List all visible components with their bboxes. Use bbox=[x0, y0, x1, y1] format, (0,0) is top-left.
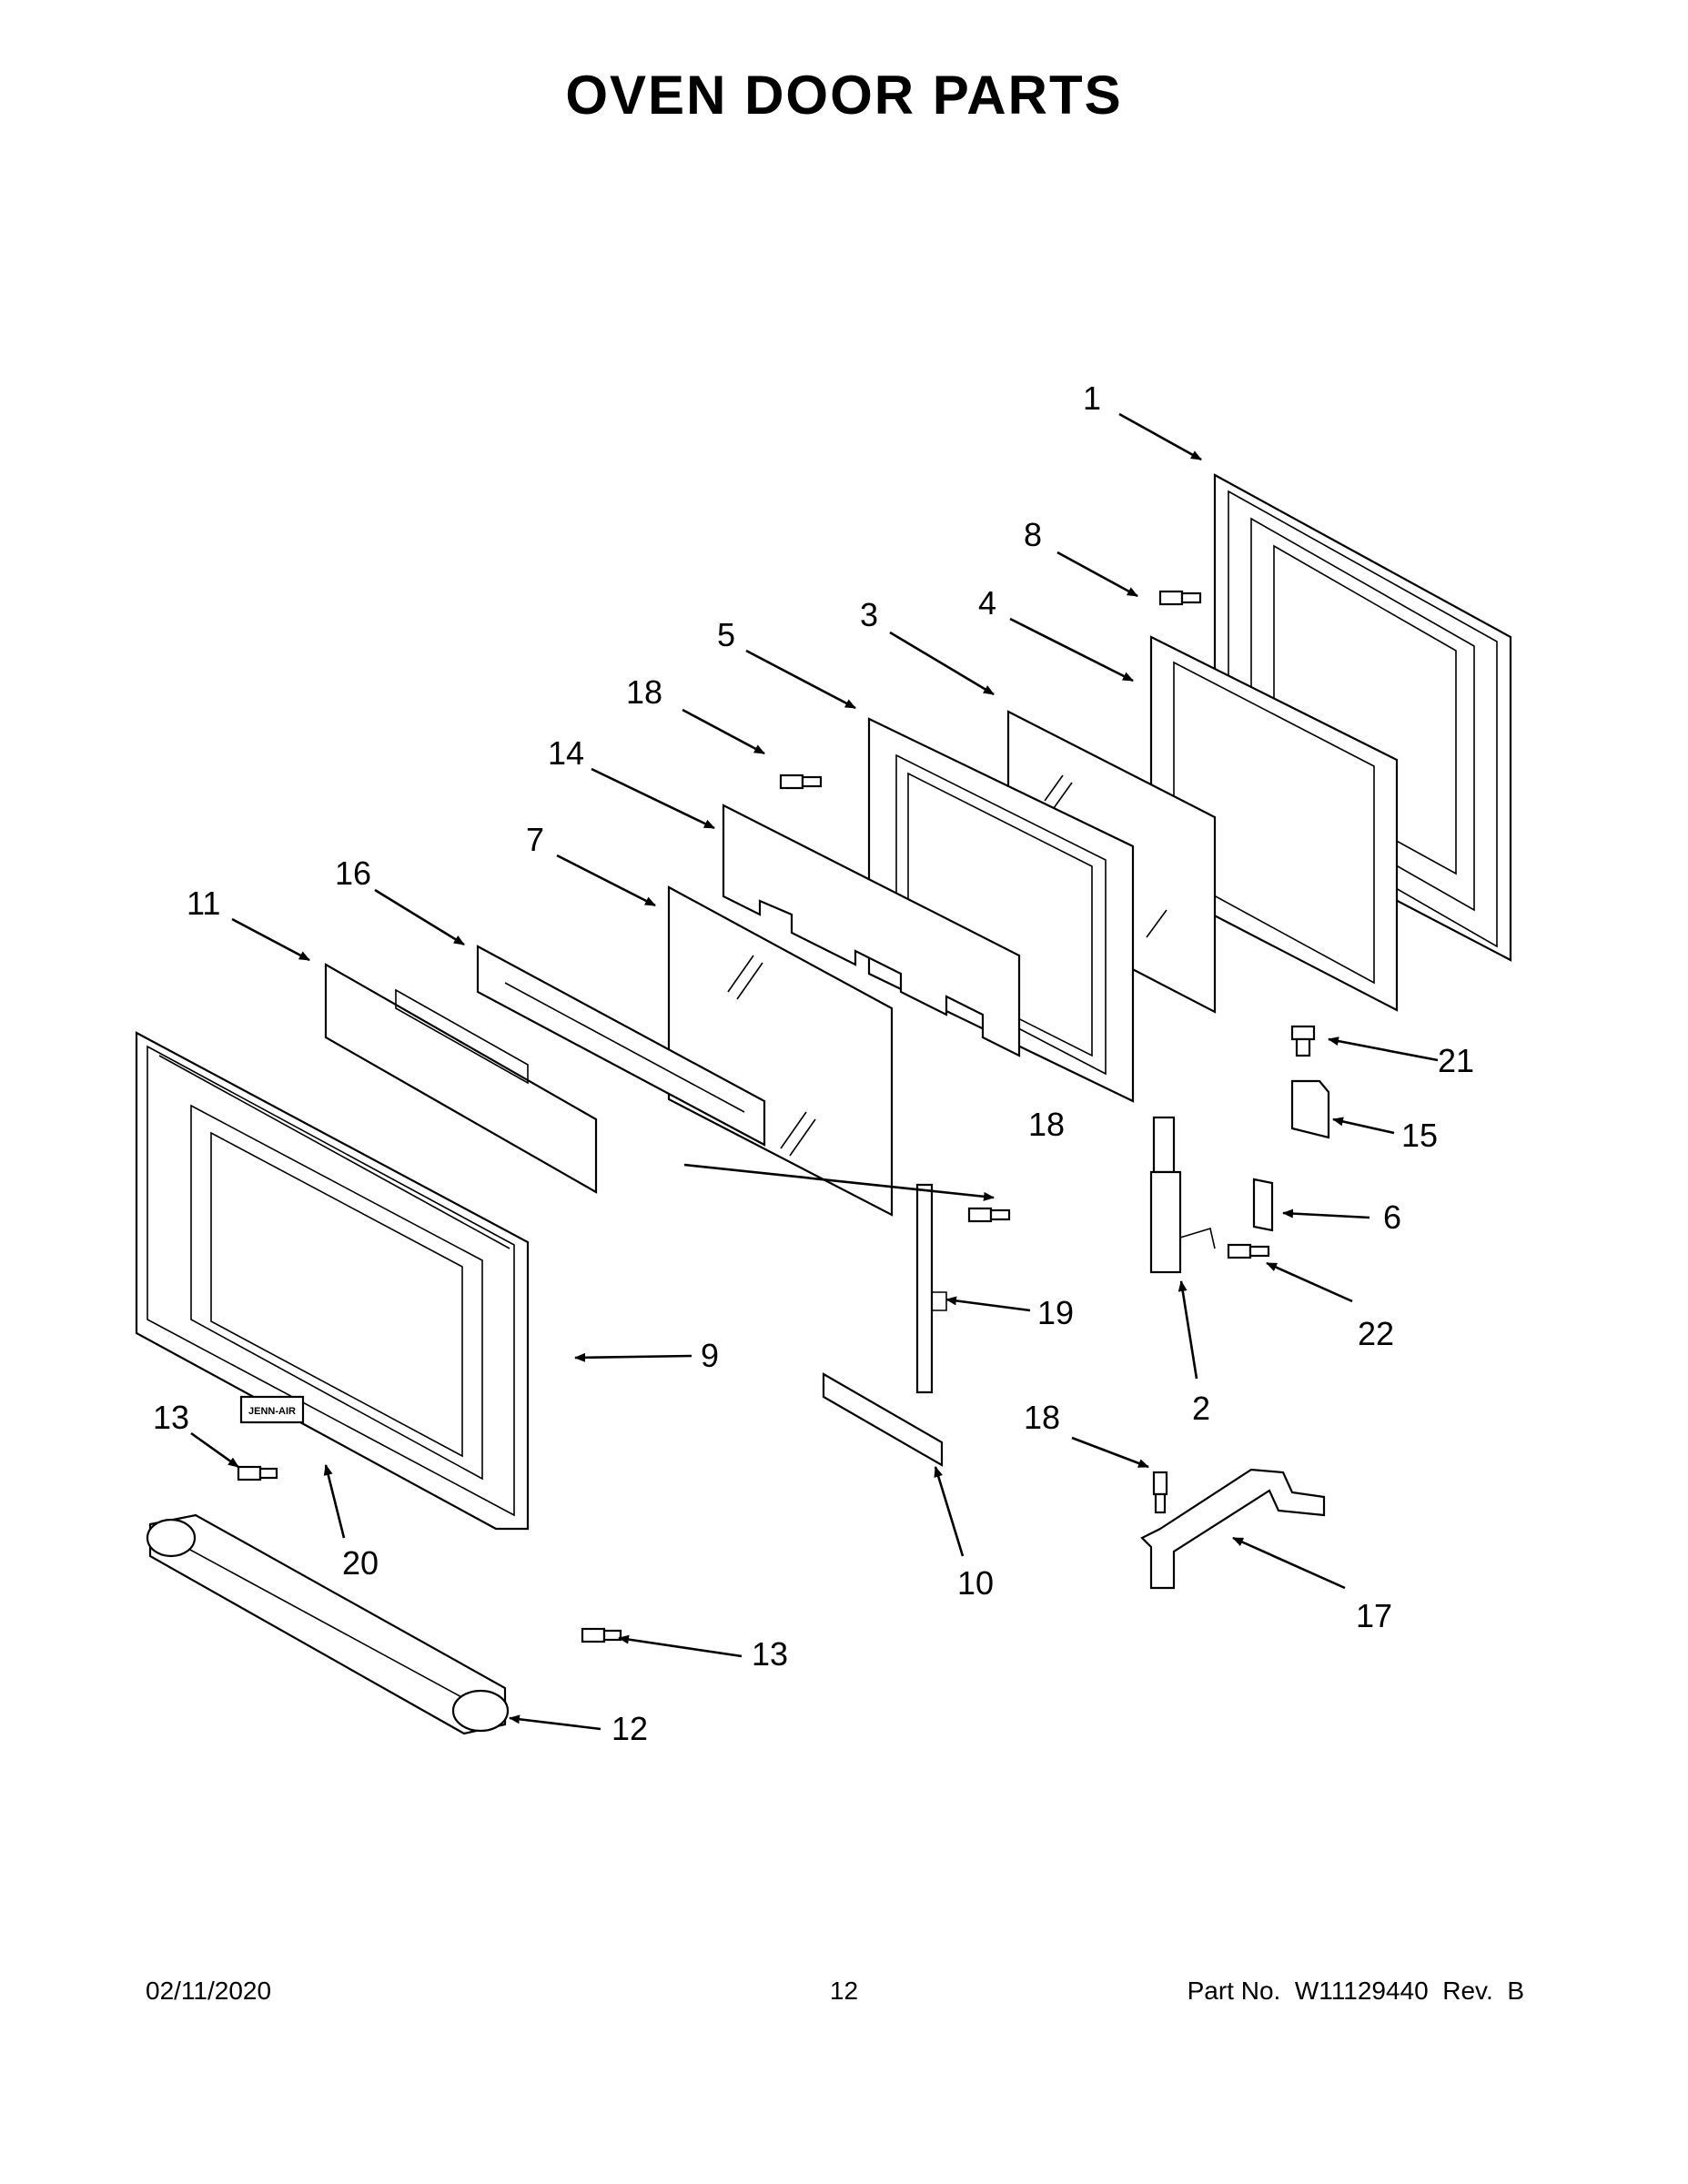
screw-18-mid bbox=[967, 1207, 1011, 1223]
part-10-lower-bracket bbox=[822, 1372, 944, 1467]
callout-16: 16 bbox=[335, 854, 371, 892]
callout-5: 5 bbox=[717, 616, 735, 653]
callout-10: 10 bbox=[957, 1564, 994, 1602]
callout-3: 3 bbox=[860, 596, 878, 633]
screw-21 bbox=[1290, 1025, 1316, 1057]
part-20-brand-badge: JENN-AIR bbox=[239, 1395, 305, 1424]
callout-1: 1 bbox=[1083, 379, 1101, 417]
callout-20: 20 bbox=[342, 1544, 379, 1582]
part-15-bracket bbox=[1290, 1079, 1330, 1139]
part-19-vertical-bracket bbox=[915, 1183, 947, 1394]
callout-12: 12 bbox=[612, 1710, 648, 1747]
part-14-heat-shield bbox=[722, 804, 1021, 1057]
callout-4: 4 bbox=[978, 584, 996, 622]
callout-2: 2 bbox=[1192, 1390, 1210, 1427]
callout-numbers: 1 8 4 3 5 18 14 7 16 11 18 21 15 6 19 22… bbox=[153, 379, 1474, 1747]
callout-22: 22 bbox=[1358, 1315, 1394, 1352]
part-6-hinge-receiver bbox=[1252, 1178, 1274, 1232]
callout-15: 15 bbox=[1401, 1117, 1438, 1154]
footer-date: 02/11/2020 bbox=[146, 1977, 272, 2005]
footer-part-number: Part No. W11129440 Rev. B bbox=[1187, 1977, 1524, 2005]
part-11-vent-baffle bbox=[324, 963, 598, 1194]
callout-8: 8 bbox=[1024, 516, 1042, 553]
callout-18-mid: 18 bbox=[1028, 1106, 1065, 1143]
callout-6: 6 bbox=[1383, 1198, 1401, 1236]
part-9-outer-door bbox=[135, 1031, 530, 1531]
callout-13-top: 13 bbox=[153, 1399, 189, 1436]
callout-11: 11 bbox=[187, 885, 220, 922]
footer-page-number: 12 bbox=[829, 1977, 859, 2005]
callout-9: 9 bbox=[701, 1337, 719, 1374]
callout-17: 17 bbox=[1356, 1597, 1392, 1634]
callout-19: 19 bbox=[1037, 1294, 1074, 1331]
part-16-vent-channel bbox=[476, 945, 766, 1147]
callout-18-bottom: 18 bbox=[1024, 1399, 1060, 1436]
callout-18-top: 18 bbox=[626, 673, 662, 711]
screw-18-bottom bbox=[1152, 1471, 1168, 1514]
part-2-hinge bbox=[1149, 1116, 1216, 1274]
part-17-support-bracket bbox=[1140, 1468, 1326, 1590]
callout-13-bottom: 13 bbox=[752, 1635, 788, 1673]
callout-21: 21 bbox=[1438, 1042, 1474, 1079]
screw-13-bottom bbox=[581, 1627, 622, 1643]
screw-8 bbox=[1158, 590, 1202, 606]
part-7-middle-glass bbox=[667, 885, 894, 1217]
callout-7: 7 bbox=[526, 821, 544, 858]
brand-plate-text: JENN-AIR bbox=[248, 1406, 296, 1417]
screw-22 bbox=[1227, 1243, 1270, 1259]
screw-13-top bbox=[237, 1465, 278, 1481]
page-title: OVEN DOOR PARTS bbox=[565, 65, 1123, 126]
part-12-handle bbox=[146, 1513, 510, 1735]
leader-lines bbox=[190, 412, 1439, 1731]
screw-18-top bbox=[779, 774, 823, 790]
callout-14: 14 bbox=[548, 734, 584, 772]
